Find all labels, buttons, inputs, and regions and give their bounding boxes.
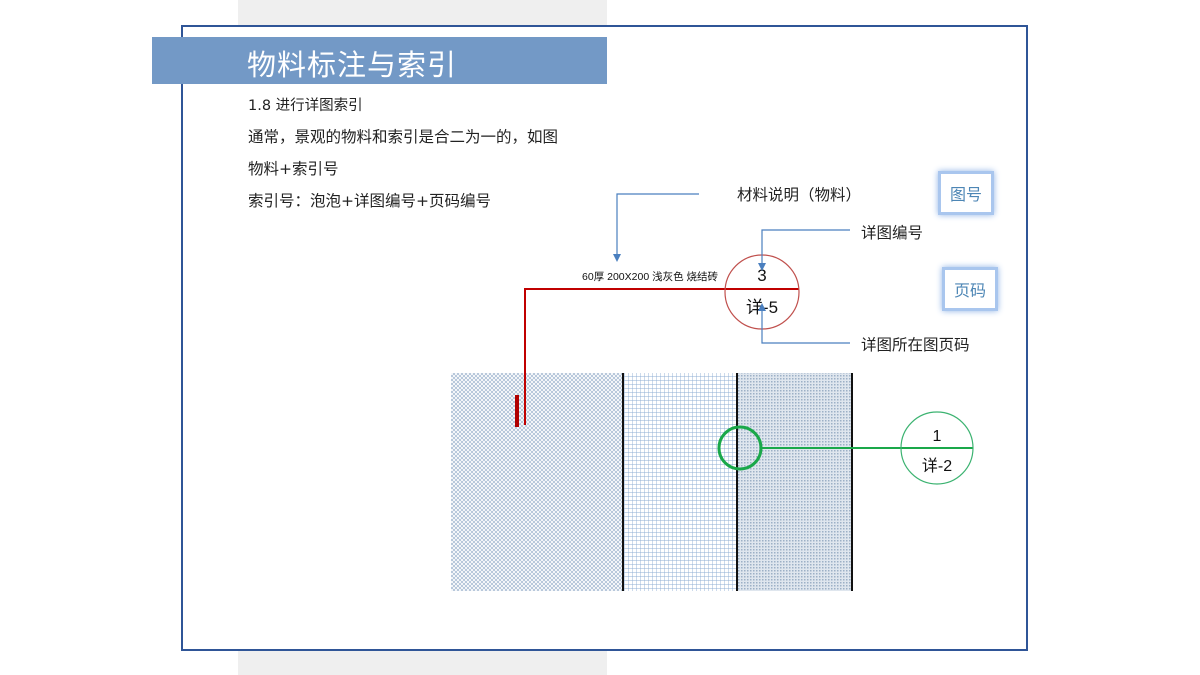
figure-number-tag: 图号 — [938, 171, 994, 215]
index-bubble-green — [900, 411, 974, 485]
material-text: 60厚 200X200 浅灰色 烧结砖 — [582, 270, 718, 283]
title-bar: 物料标注与索引 — [152, 37, 607, 84]
bubble-green-page: 详-2 — [922, 457, 952, 475]
leader-end-mark — [515, 395, 519, 427]
material-leader-line — [524, 288, 799, 425]
paving-region-dotted — [737, 373, 852, 591]
bubble-red-detail-number: 3 — [757, 266, 766, 285]
section-heading: 1.8 进行详图索引 — [248, 98, 363, 114]
detail-number-label: 详图编号 — [861, 224, 923, 242]
body-line: 通常，景观的物料和索引是合二为一的，如图 — [248, 128, 559, 146]
arrow-down-icon — [613, 254, 621, 262]
paving-region-grid — [622, 373, 737, 591]
material-description-label: 材料说明（物料） — [737, 186, 861, 204]
slide-title: 物料标注与索引 — [247, 48, 458, 82]
arrow-up-icon — [758, 303, 766, 311]
paving-region-diagonal — [451, 373, 622, 591]
body-line: 索引号：泡泡+详图编号+页码编号 — [248, 192, 491, 210]
bubble-green-detail-number: 1 — [933, 428, 942, 445]
page-number-tag: 页码 — [942, 267, 998, 311]
body-line: 物料+索引号 — [248, 160, 339, 178]
arrow-down-icon — [758, 263, 766, 271]
page-number-label: 详图所在图页码 — [861, 336, 970, 354]
